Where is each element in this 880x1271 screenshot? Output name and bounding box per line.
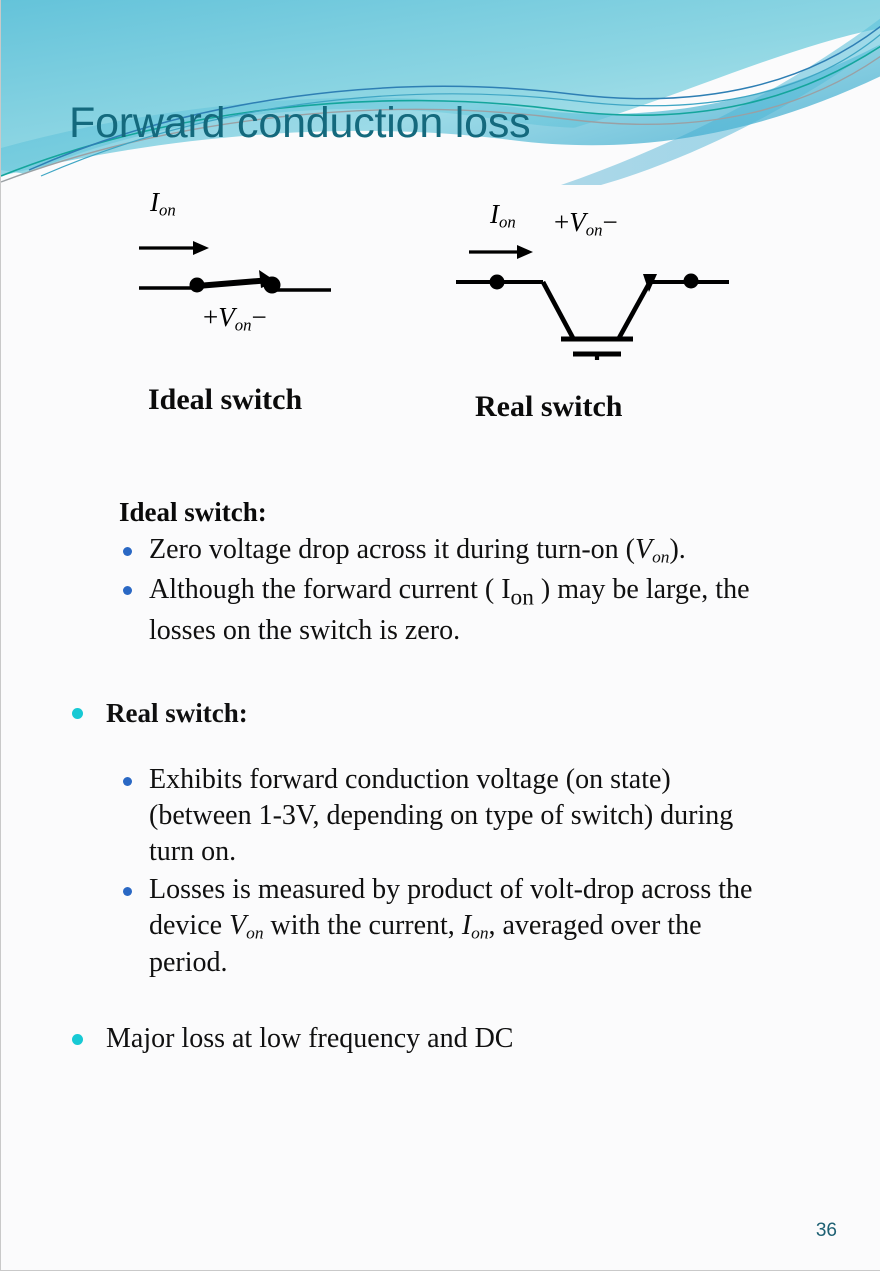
header-decoration [1, 0, 880, 185]
inline-variable: Von [229, 909, 264, 943]
slide-title: Forward conduction loss [69, 99, 531, 147]
real-voltage-symbol: V [569, 207, 586, 237]
real-voltage-plus: + [554, 207, 570, 237]
ideal-voltage-label: +Von− [203, 302, 267, 336]
bullet-text-pre: Zero voltage drop across it during turn-… [149, 534, 635, 565]
real-switch-caption: Real switch [475, 390, 623, 423]
list-item: Exhibits forward conduction voltage (on … [1, 762, 880, 869]
ideal-voltage-subscript: on [234, 315, 252, 335]
bullet-text-post: ). [669, 534, 686, 565]
ideal-current-label: Ion [150, 187, 176, 221]
bullet-dot-icon [123, 586, 132, 596]
bullet-text: Major loss at low frequency and DC [106, 1023, 514, 1055]
real-voltage-subscript: on [585, 220, 603, 240]
inline-variable: Ion [461, 909, 489, 943]
slide-body: Ideal switch: Zero voltage drop across i… [1, 497, 880, 1059]
variable-symbol: V [229, 909, 247, 941]
variable-symbol: I [461, 909, 472, 941]
list-item: Zero voltage drop across it during turn-… [1, 532, 880, 569]
variable-subscript: on [510, 584, 534, 611]
list-item: Major loss at low frequency and DC [1, 1021, 880, 1057]
list-item: Although the forward current ( Ion ) may… [1, 572, 880, 649]
ideal-switch-caption: Ideal switch [148, 383, 303, 416]
bullet-dot-icon [72, 1034, 83, 1046]
ideal-voltage-plus: + [203, 302, 219, 332]
ideal-voltage-minus: − [251, 302, 267, 332]
bullet-text-post: , averaged over the period. [149, 909, 702, 978]
list-item: Real switch: [1, 696, 880, 731]
real-current-subscript: on [499, 212, 516, 232]
variable-subscript: on [246, 923, 264, 943]
ideal-voltage-symbol: V [218, 302, 235, 332]
spacer [1, 652, 880, 696]
variable-subscript: on [652, 547, 670, 567]
bullet-dot-icon [123, 776, 132, 786]
real-voltage-label: +Von− [554, 207, 618, 241]
real-switch-group: Real switch: [1, 696, 880, 731]
inline-variable: Von [634, 534, 670, 567]
page-number: 36 [815, 1220, 837, 1241]
ideal-switch-bullet-list: Zero voltage drop across it during turn-… [1, 532, 880, 649]
bullet-dot-icon [72, 708, 83, 720]
bullet-text-pre: Losses is measured by product of volt-dr… [149, 874, 753, 941]
bullet-dot-icon [123, 546, 132, 556]
ideal-switch-heading: Ideal switch: [119, 497, 267, 527]
real-current-symbol: I [490, 199, 499, 229]
bullet-text-mid: with the current, [263, 909, 462, 941]
spacer [1, 732, 880, 762]
variable-subscript: on [471, 923, 489, 943]
real-switch-heading: Real switch: [106, 697, 248, 728]
real-switch-bullet-list: Exhibits forward conduction voltage (on … [1, 762, 880, 980]
ideal-current-subscript: on [159, 200, 176, 220]
bullet-text-pre: Although the forward current ( I [149, 573, 511, 605]
list-item: Losses is measured by product of volt-dr… [1, 872, 880, 980]
real-switch-diagram [456, 245, 729, 360]
spacer [1, 983, 880, 1021]
bullet-dot-icon [123, 886, 132, 896]
real-voltage-minus: − [602, 207, 618, 237]
ideal-switch-diagram [139, 241, 331, 294]
circuit-diagrams: Ion +Von− Ideal switch [1, 175, 880, 440]
real-current-label: Ion [490, 199, 516, 233]
bullet-text-post: ) may be large, the losses on the switch… [149, 573, 750, 646]
variable-symbol: V [634, 534, 653, 565]
bullet-text: Exhibits forward conduction voltage (on … [149, 764, 734, 867]
final-bullet-group: Major loss at low frequency and DC [1, 1021, 880, 1057]
ideal-current-symbol: I [150, 187, 159, 217]
